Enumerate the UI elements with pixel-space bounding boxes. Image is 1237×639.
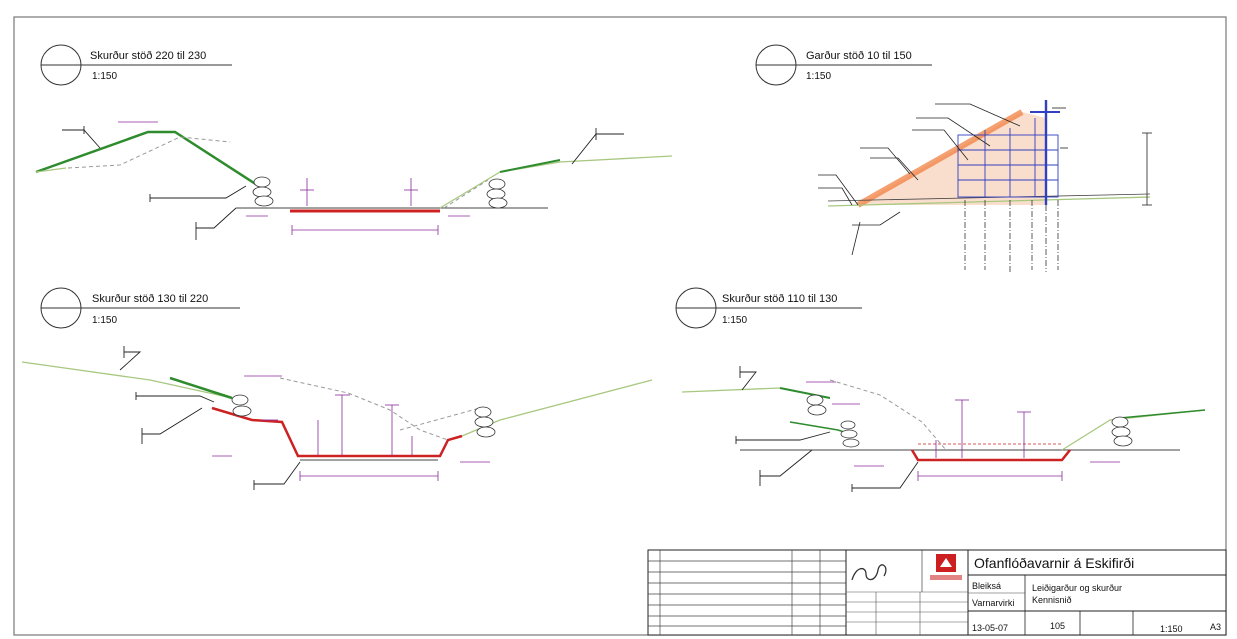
- drawing-scale: 1:150: [1160, 624, 1183, 634]
- section-2-scale: 1:150: [806, 71, 831, 82]
- title-block: Ofanflóðavarnir á Eskifirði Bleiksá Varn…: [647, 549, 1227, 636]
- drawing-date: 13-05-07: [972, 623, 1008, 633]
- section-3: Skurður stöð 130 til 220 1:150: [21, 287, 653, 490]
- section-2-profile: [818, 100, 1152, 272]
- section-3-label: Skurður stöð 130 til 220 1:150: [40, 287, 240, 329]
- section-2: Garður stöð 10 til 150 1:150: [755, 44, 1152, 272]
- sheet-size: A3: [1210, 622, 1221, 632]
- client-subtitle: Varnarvirki: [972, 598, 1014, 608]
- section-1-profile: [35, 121, 673, 240]
- revision-table: [648, 550, 847, 635]
- section-3-profile: [21, 346, 653, 490]
- section-4-profile: [681, 366, 1206, 492]
- section-1-title: Skurður stöð 220 til 230: [90, 50, 206, 62]
- consultant-logo-icon: [851, 564, 887, 581]
- section-1-scale: 1:150: [92, 71, 117, 82]
- client-name: Bleiksá: [972, 581, 1001, 591]
- company-logos: [845, 550, 969, 635]
- section-3-scale: 1:150: [92, 315, 117, 326]
- section-2-label: Garður stöð 10 til 150 1:150: [755, 44, 932, 86]
- section-4-label: Skurður stöð 110 til 130 1:150: [675, 287, 862, 329]
- section-1-label: Skurður stöð 220 til 230 1:150: [40, 44, 232, 86]
- project-info: Ofanflóðavarnir á Eskifirði Bleiksá Varn…: [968, 555, 1226, 635]
- section-2-title: Garður stöð 10 til 150: [806, 50, 912, 62]
- landsvirkjun-logo-icon: [930, 554, 962, 580]
- drawing-number: 105: [1050, 621, 1065, 631]
- section-4-scale: 1:150: [722, 315, 747, 326]
- drawing-title-line-1: Leiðigarður og skurður: [1032, 583, 1122, 593]
- drawing-title-line-2: Kennisnið: [1032, 595, 1072, 605]
- project-title: Ofanflóðavarnir á Eskifirði: [974, 555, 1134, 571]
- section-4: Skurður stöð 110 til 130 1:150: [675, 287, 1206, 492]
- section-3-title: Skurður stöð 130 til 220: [92, 293, 208, 305]
- section-1: Skurður stöð 220 til 230 1:150: [35, 44, 673, 240]
- section-4-title: Skurður stöð 110 til 130: [722, 293, 837, 305]
- sheet-border: [13, 16, 1227, 636]
